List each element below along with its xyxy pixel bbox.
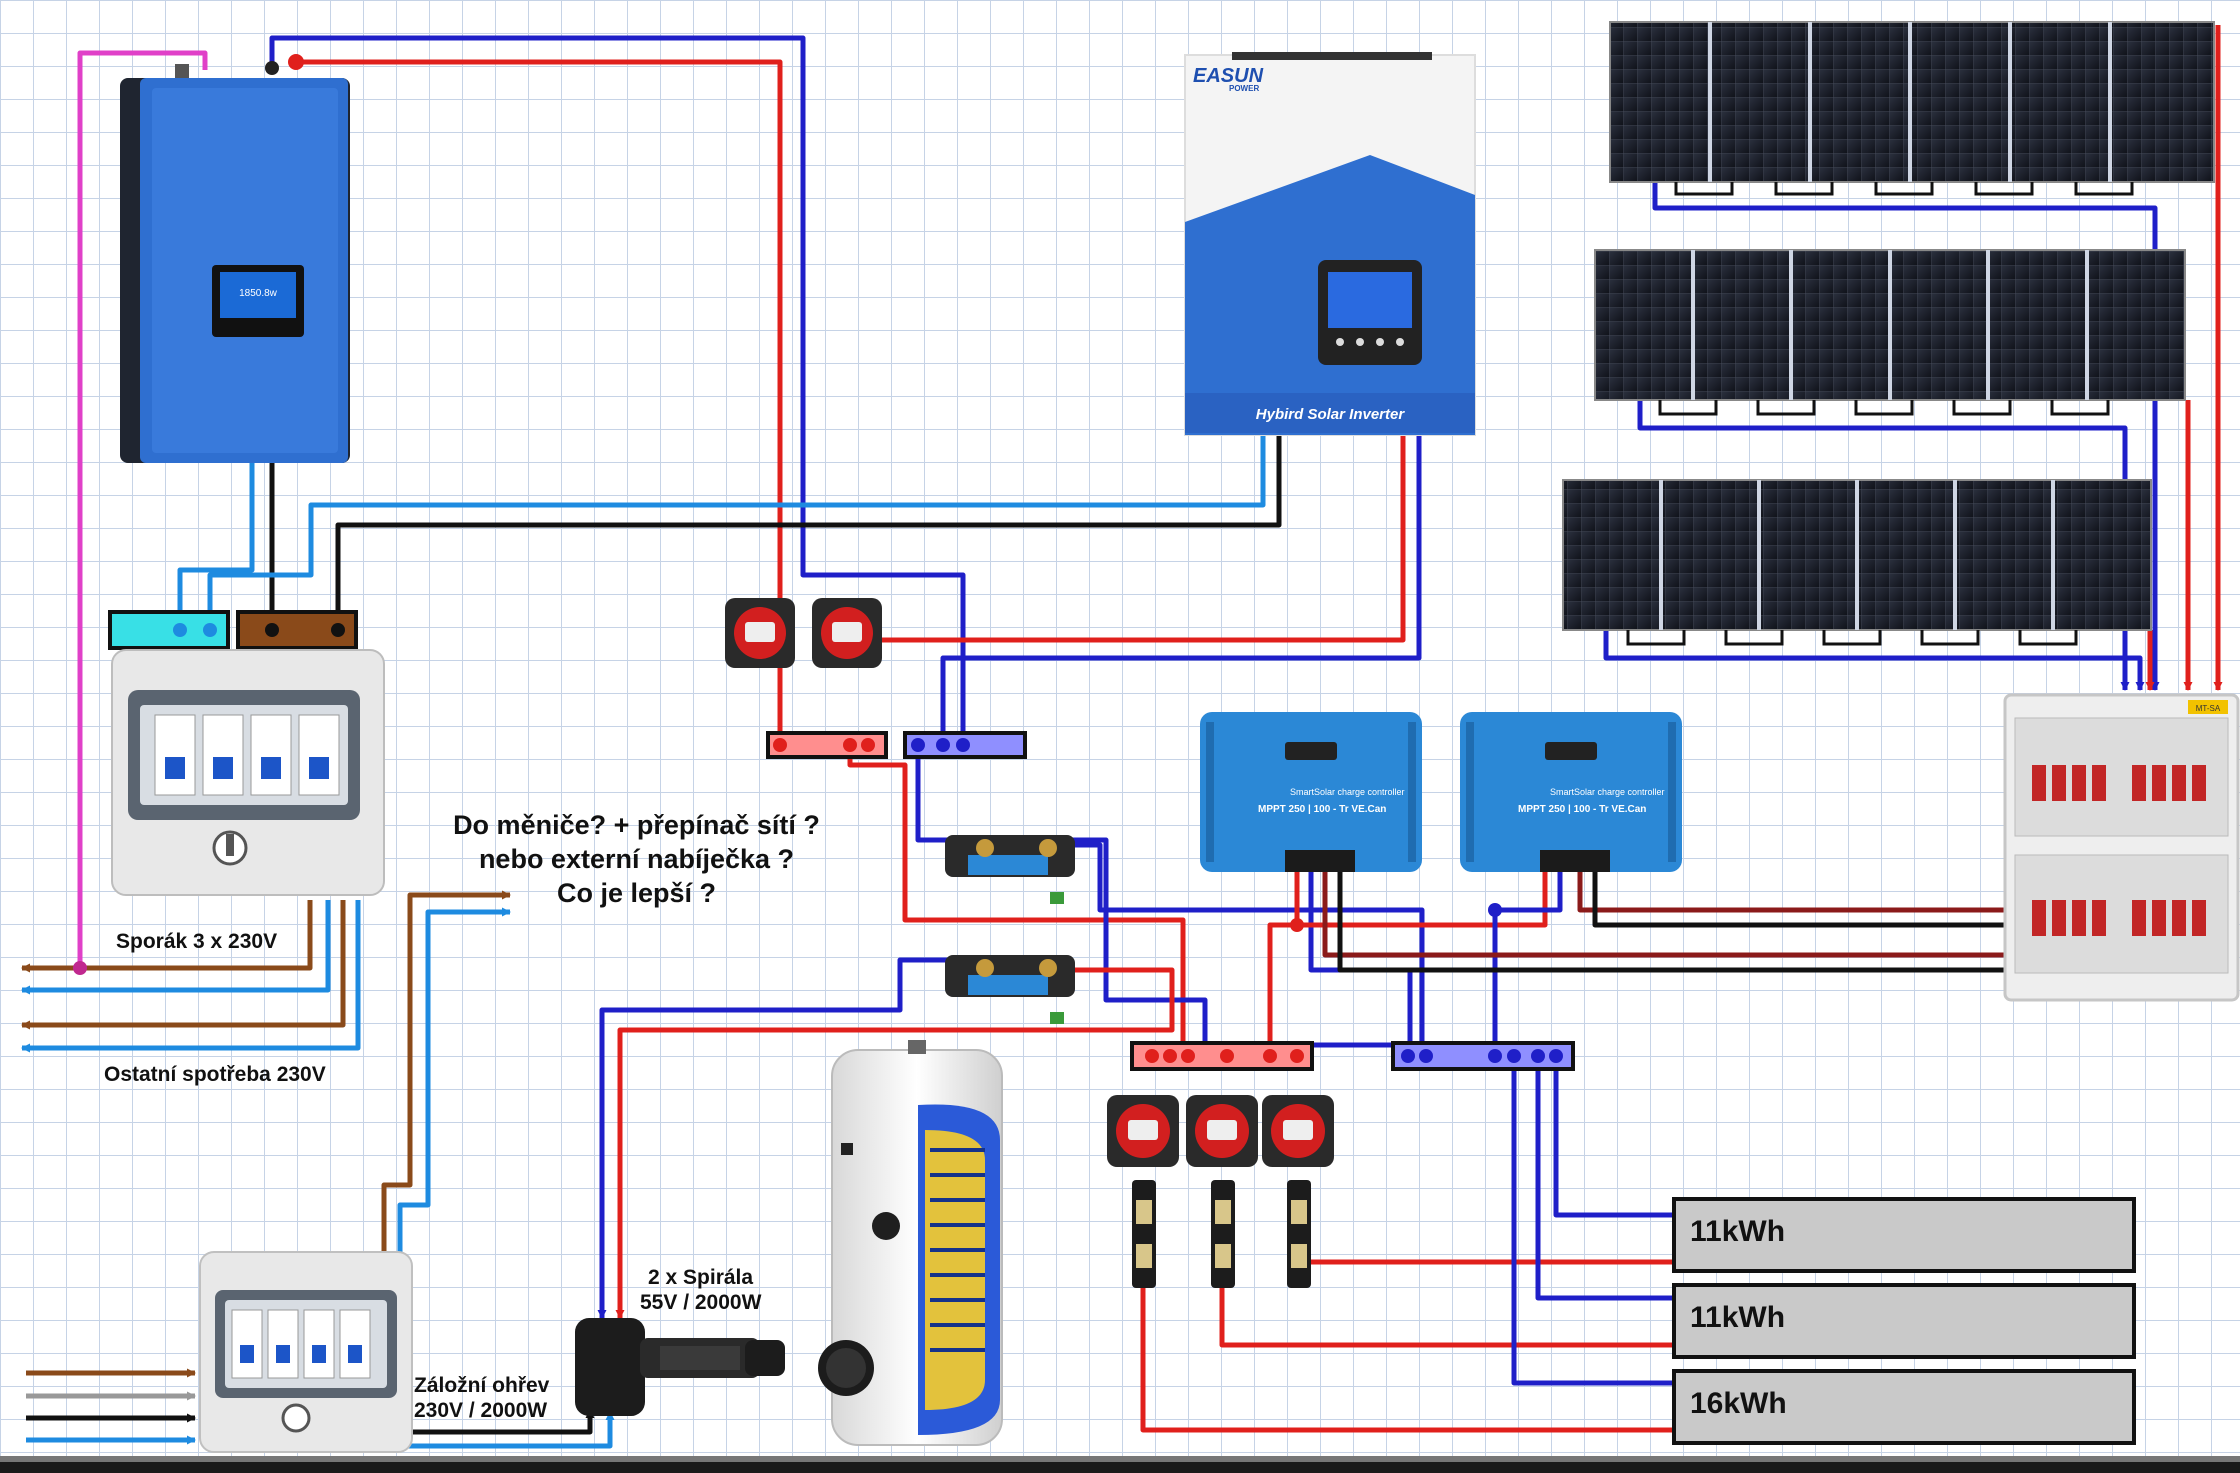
spiral-label-line2: 55V / 2000W <box>640 1291 762 1314</box>
busbar-positive-top <box>766 731 888 759</box>
spiral-label-line1: 2 x Spirála <box>648 1266 754 1289</box>
wire-pv-mppt1-b <box>1337 870 2005 973</box>
question-line2: nebo externí nabíječka ? <box>478 844 795 874</box>
fuse-holder <box>1211 1180 1235 1288</box>
wires <box>21 25 2223 1449</box>
wire-mppt2-neg <box>1492 870 1563 1055</box>
battery-switch <box>725 598 795 668</box>
mppt2-line2: MPPT 250 | 100 - Tr VE.Can <box>1518 804 1646 815</box>
battery-bank: 16kWh <box>1672 1369 2136 1445</box>
pv-array-1 <box>1609 21 2215 196</box>
busbar-negative-top <box>903 731 1027 759</box>
battery-label: 11kWh <box>1690 1215 1786 1248</box>
wire-gridinv-dc-pos <box>296 59 783 745</box>
mppt2-line1: SmartSolar charge controller <box>1550 787 1665 797</box>
junction-dot <box>73 961 87 975</box>
wire-magenta <box>77 50 208 968</box>
junction-dot <box>1488 903 1502 917</box>
mppt1-line1: SmartSolar charge controller <box>1290 787 1405 797</box>
wire-stove-brown <box>21 900 313 973</box>
mppt-controller-2: SmartSolar charge controller MPPT 250 | … <box>1460 712 1682 872</box>
wire-box2-heater-black <box>400 1409 595 1435</box>
question-line1: Do měniče? + přepínač sítí ? <box>453 810 820 840</box>
hybrid-inverter: EASUN POWER Hybird Solar Inverter <box>1184 52 1476 436</box>
inverter-label: Hybird Solar Inverter <box>1256 406 1406 423</box>
wire-pv-mppt1-a <box>1322 870 2005 958</box>
wire-hybrid-dc-neg <box>940 430 1422 740</box>
pv-combiner-box: MT-SA <box>2003 693 2240 1002</box>
pv-array-2 <box>1594 249 2186 416</box>
bottom-border <box>0 1456 2240 1473</box>
wire-box2-heater-blue <box>400 1411 615 1449</box>
wire-gridinv-dc-neg <box>269 35 966 740</box>
wire-other-blue <box>21 900 361 1053</box>
battery-switch <box>1186 1095 1258 1167</box>
heating-element <box>575 1318 785 1416</box>
junction-dot <box>1290 918 1304 932</box>
wire-gridinv-ac-blue <box>177 460 255 630</box>
inverter-brand-sub: POWER <box>1229 84 1259 93</box>
ac-distribution-box <box>108 610 385 896</box>
battery-bank: 11kWh <box>1672 1283 2136 1359</box>
pv-array-3 <box>1562 479 2152 646</box>
grid-tie-inverter: 1850.8w <box>120 54 350 463</box>
hot-water-tank <box>818 1040 1003 1446</box>
spiral-label: 2 x Spirála 55V / 2000W <box>640 1265 761 1315</box>
battery-switch <box>1107 1095 1179 1167</box>
wire-pv-mppt2-b <box>1592 870 2005 928</box>
busbar-positive-bottom <box>1130 1041 1314 1071</box>
wire-mppt1-pos <box>1267 870 1300 1050</box>
grid-inverter-screen-text: 1850.8w <box>239 288 278 299</box>
wire-other-brown <box>21 900 346 1030</box>
backup-heating-label: Záložní ohřev 230V / 2000W <box>414 1373 549 1423</box>
wire-batt3-pos <box>1140 1260 1675 1433</box>
battery-switch <box>1262 1095 1334 1167</box>
fuse-holder <box>1287 1180 1311 1288</box>
junction-dots <box>73 903 1502 975</box>
wire-batt1-neg <box>1553 1062 1675 1218</box>
combiner-tag: MT-SA <box>2196 704 2221 713</box>
wire-stove-blue <box>21 900 331 995</box>
other-consumption-label: Ostatní spotřeba 230V <box>104 1063 326 1086</box>
wire-pv3-neg <box>1603 630 2145 691</box>
wire-batt2-neg <box>1535 1062 1675 1301</box>
battery-switch <box>812 598 882 668</box>
battery-bank: 11kWh <box>1672 1197 2136 1273</box>
backup-label-line1: Záložní ohřev <box>414 1374 550 1397</box>
mppt1-line2: MPPT 250 | 100 - Tr VE.Can <box>1258 804 1386 815</box>
wire-shunt2-pos-left <box>617 967 1175 1310</box>
wire-pv-mppt2-a <box>1577 870 2005 913</box>
wire-box2-up-brown <box>381 890 511 1252</box>
battery-shunt <box>945 835 1075 904</box>
fuse-holder <box>1132 1180 1156 1288</box>
wire-busbar-pos-down <box>847 745 1186 1050</box>
battery-label: 11kWh <box>1690 1301 1786 1334</box>
backup-label-line2: 230V / 2000W <box>414 1399 548 1422</box>
wire-box2-up-blue <box>397 907 511 1252</box>
stove-label: Sporák 3 x 230V <box>116 930 278 953</box>
question-text: Do měniče? + přepínač sítí ? nebo extern… <box>434 808 839 910</box>
wire-batt2-pos <box>1219 1260 1675 1348</box>
wire-hybrid-ac-black <box>335 430 1282 630</box>
wire-batt3-neg <box>1511 1062 1675 1386</box>
wire-mppt2-pos <box>1297 870 1548 928</box>
wire-shunt2-neg-left <box>599 957 960 1310</box>
battery-label: 16kWh <box>1690 1387 1787 1420</box>
inverter-brand-logo: EASUN <box>1193 65 1264 87</box>
busbar-negative-bottom <box>1391 1041 1575 1071</box>
wire-pv1-neg <box>1652 182 2160 691</box>
ac-backup-box <box>199 1251 413 1453</box>
mppt-controller-1: SmartSolar charge controller MPPT 250 | … <box>1200 712 1422 872</box>
wire-hybrid-dc-pos <box>855 430 1406 643</box>
battery-shunt <box>945 955 1075 1024</box>
wire-shunt1-neg <box>1058 842 1425 1055</box>
question-line3: Co je lepší ? <box>556 878 717 908</box>
wire-hybrid-ac-blue-outer <box>207 430 1266 630</box>
